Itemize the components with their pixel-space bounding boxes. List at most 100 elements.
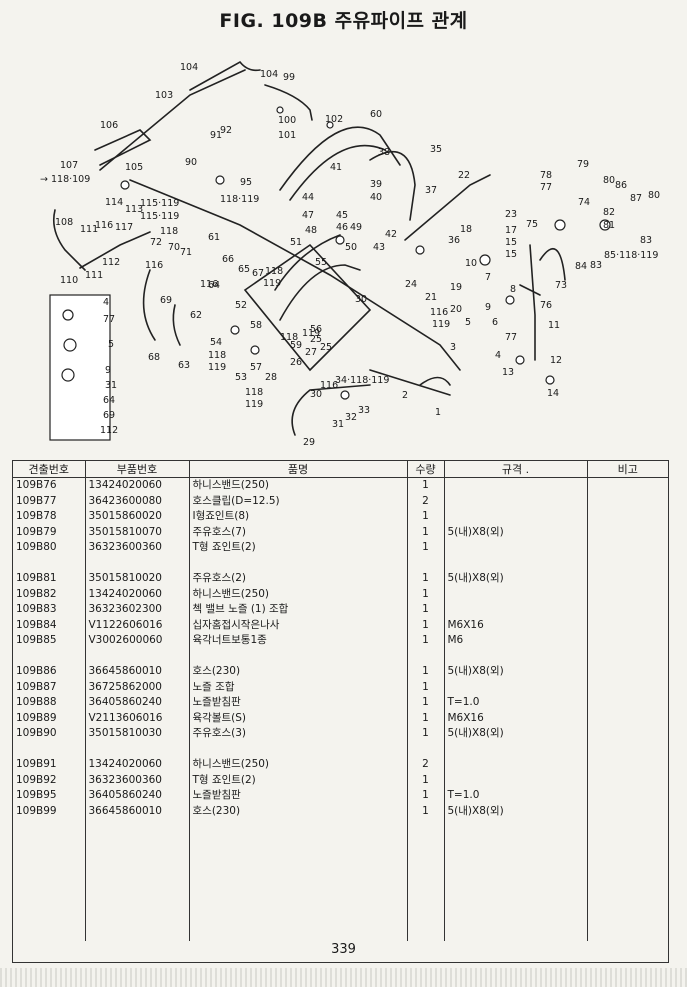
cell-part-number: V1122606016 bbox=[85, 617, 190, 633]
cell-spec bbox=[444, 757, 588, 773]
cell-quantity: 1 bbox=[407, 477, 445, 494]
cell-ref: 109B77 bbox=[13, 493, 86, 509]
cell-ref: 109B76 bbox=[13, 477, 86, 494]
svg-text:68: 68 bbox=[148, 352, 160, 363]
svg-text:30: 30 bbox=[355, 294, 367, 305]
cell-part-name: 주유호스(7) bbox=[189, 524, 408, 540]
svg-text:103: 103 bbox=[155, 90, 173, 101]
cell-part-number: 13424020060 bbox=[85, 477, 190, 494]
cell-part-name: 육각볼트(S) bbox=[189, 710, 408, 726]
cell-part-number: 36405860240 bbox=[85, 788, 190, 804]
cell-part-number: V2113606016 bbox=[85, 710, 190, 726]
cell-part-number: 36725862000 bbox=[85, 679, 190, 695]
cell-note bbox=[587, 680, 668, 696]
cell-note bbox=[587, 804, 668, 820]
svg-text:15: 15 bbox=[505, 237, 517, 248]
cell-spec: 5(내)X8(외) bbox=[444, 726, 588, 742]
header-part-number: 부품번호 bbox=[85, 461, 190, 478]
svg-text:115·119: 115·119 bbox=[140, 211, 179, 222]
svg-text:62: 62 bbox=[190, 310, 202, 321]
svg-text:35: 35 bbox=[430, 144, 442, 155]
figure-title: FIG. 109B 주유파이프 관계 bbox=[219, 10, 468, 32]
table-row bbox=[13, 555, 668, 571]
hose-51 bbox=[274, 234, 341, 291]
svg-text:118·119: 118·119 bbox=[220, 194, 259, 205]
cell-part-number: 35015860020 bbox=[85, 509, 190, 525]
hose-2 bbox=[419, 376, 451, 386]
cell-spec bbox=[444, 540, 588, 556]
svg-text:5: 5 bbox=[108, 339, 114, 350]
header-spec: 규격 . bbox=[444, 461, 588, 478]
empty-cell bbox=[444, 819, 588, 941]
svg-text:77: 77 bbox=[505, 332, 517, 343]
cell-note bbox=[587, 695, 668, 711]
svg-text:111: 111 bbox=[85, 270, 103, 281]
svg-text:114: 114 bbox=[105, 197, 123, 208]
cell-spec: M6X16 bbox=[444, 617, 588, 633]
empty-cell bbox=[407, 819, 445, 941]
cell-part-name bbox=[189, 555, 408, 571]
svg-text:83: 83 bbox=[590, 260, 602, 271]
cell-spec bbox=[444, 648, 588, 664]
svg-text:37: 37 bbox=[425, 185, 437, 196]
svg-text:31: 31 bbox=[105, 380, 117, 391]
cell-part-name bbox=[189, 648, 408, 664]
svg-text:22: 22 bbox=[458, 170, 470, 181]
svg-text:67: 67 bbox=[252, 268, 264, 279]
cell-quantity: 1 bbox=[407, 602, 445, 618]
cell-part-name: 십자홈접시작은나사 bbox=[189, 617, 408, 633]
cell-ref: 109B89 bbox=[13, 710, 86, 726]
svg-text:116: 116 bbox=[145, 260, 163, 271]
svg-text:79: 79 bbox=[577, 159, 589, 170]
cell-spec bbox=[444, 602, 588, 618]
svg-text:63: 63 bbox=[178, 360, 190, 371]
cell-ref bbox=[13, 648, 86, 664]
cell-quantity: 1 bbox=[407, 710, 445, 726]
svg-text:58: 58 bbox=[250, 320, 262, 331]
svg-text:118: 118 bbox=[245, 387, 263, 398]
svg-text:91: 91 bbox=[210, 130, 222, 141]
cell-ref: 109B80 bbox=[13, 540, 86, 556]
svg-text:104: 104 bbox=[260, 69, 278, 80]
cell-part-name: T형 죠인트(2) bbox=[189, 772, 408, 788]
svg-text:118: 118 bbox=[265, 266, 283, 277]
svg-text:80: 80 bbox=[648, 190, 660, 201]
svg-text:69: 69 bbox=[160, 295, 172, 306]
pipe-108 bbox=[52, 209, 86, 271]
svg-text:78: 78 bbox=[540, 170, 552, 181]
svg-text:25: 25 bbox=[310, 334, 322, 345]
svg-text:18: 18 bbox=[460, 224, 472, 235]
svg-text:90: 90 bbox=[185, 157, 197, 168]
hose-63 bbox=[172, 304, 181, 346]
frame-center bbox=[243, 243, 372, 372]
hose-1 bbox=[369, 369, 451, 396]
pipe-104 bbox=[189, 60, 261, 91]
cell-ref: 109B85 bbox=[13, 633, 86, 649]
cell-spec: T=1.0 bbox=[444, 695, 588, 711]
scan-edge-strip bbox=[0, 968, 687, 987]
empty-cell bbox=[13, 819, 86, 941]
svg-text:119: 119 bbox=[432, 319, 450, 330]
svg-text:36: 36 bbox=[448, 235, 460, 246]
svg-text:31: 31 bbox=[332, 419, 344, 430]
svg-text:7: 7 bbox=[485, 272, 491, 283]
svg-text:118: 118 bbox=[160, 226, 178, 237]
cell-quantity: 1 bbox=[407, 617, 445, 633]
svg-text:95: 95 bbox=[240, 177, 252, 188]
svg-text:3: 3 bbox=[450, 342, 456, 353]
svg-text:65: 65 bbox=[238, 264, 250, 275]
svg-text:117: 117 bbox=[115, 222, 133, 233]
svg-text:71: 71 bbox=[180, 247, 192, 258]
cell-part-number: 36645860010 bbox=[85, 803, 190, 819]
hose-68 bbox=[142, 269, 156, 341]
svg-text:92: 92 bbox=[220, 125, 232, 136]
pipe-110 bbox=[79, 231, 151, 269]
cell-part-name: I형죠인트(8) bbox=[189, 509, 408, 525]
cell-quantity: 1 bbox=[407, 803, 445, 819]
